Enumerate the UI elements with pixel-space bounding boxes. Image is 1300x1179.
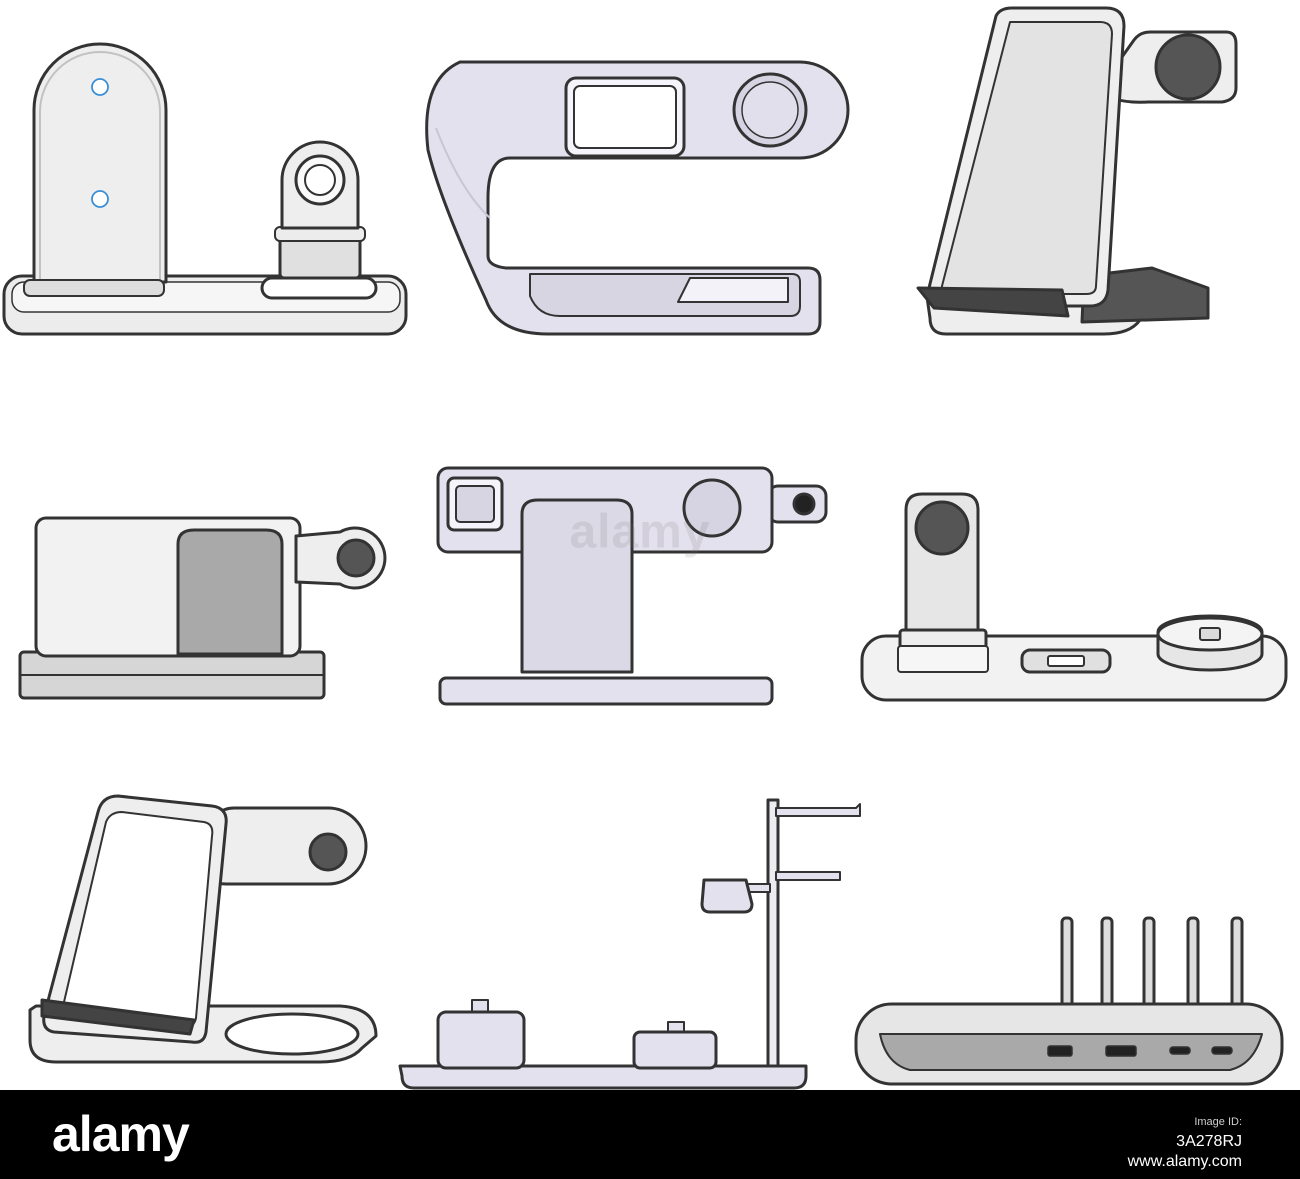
charger-tilted-phone-stand — [916, 6, 1238, 336]
brand-logo-text: alamy — [52, 1106, 190, 1162]
watermark-text: alamy — [569, 505, 711, 559]
site-url: www.alamy.com — [1127, 1153, 1242, 1170]
charger-t-shaped-stand — [436, 466, 828, 706]
charger-usb-hub-slots — [854, 916, 1284, 1086]
charger-tilted-pad-stand — [28, 794, 378, 1064]
image-id-value: 3A278RJ — [1176, 1133, 1242, 1150]
stock-image-id: Image ID: 3A278RJ www.alamy.com — [1128, 1112, 1242, 1172]
charger-organizer-stand — [398, 798, 861, 1090]
charger-box-dock — [18, 516, 387, 700]
charger-c-shaped-stand — [425, 60, 850, 336]
charger-dock-phone-watch — [2, 42, 408, 336]
charger-tower-dock — [860, 492, 1288, 702]
stock-footer-bar: alamy Image ID: 3A278RJ www.alamy.com — [0, 1090, 1300, 1179]
charging-stations-illustration — [2, 6, 1288, 1090]
image-id-label: Image ID: — [1194, 1116, 1242, 1128]
